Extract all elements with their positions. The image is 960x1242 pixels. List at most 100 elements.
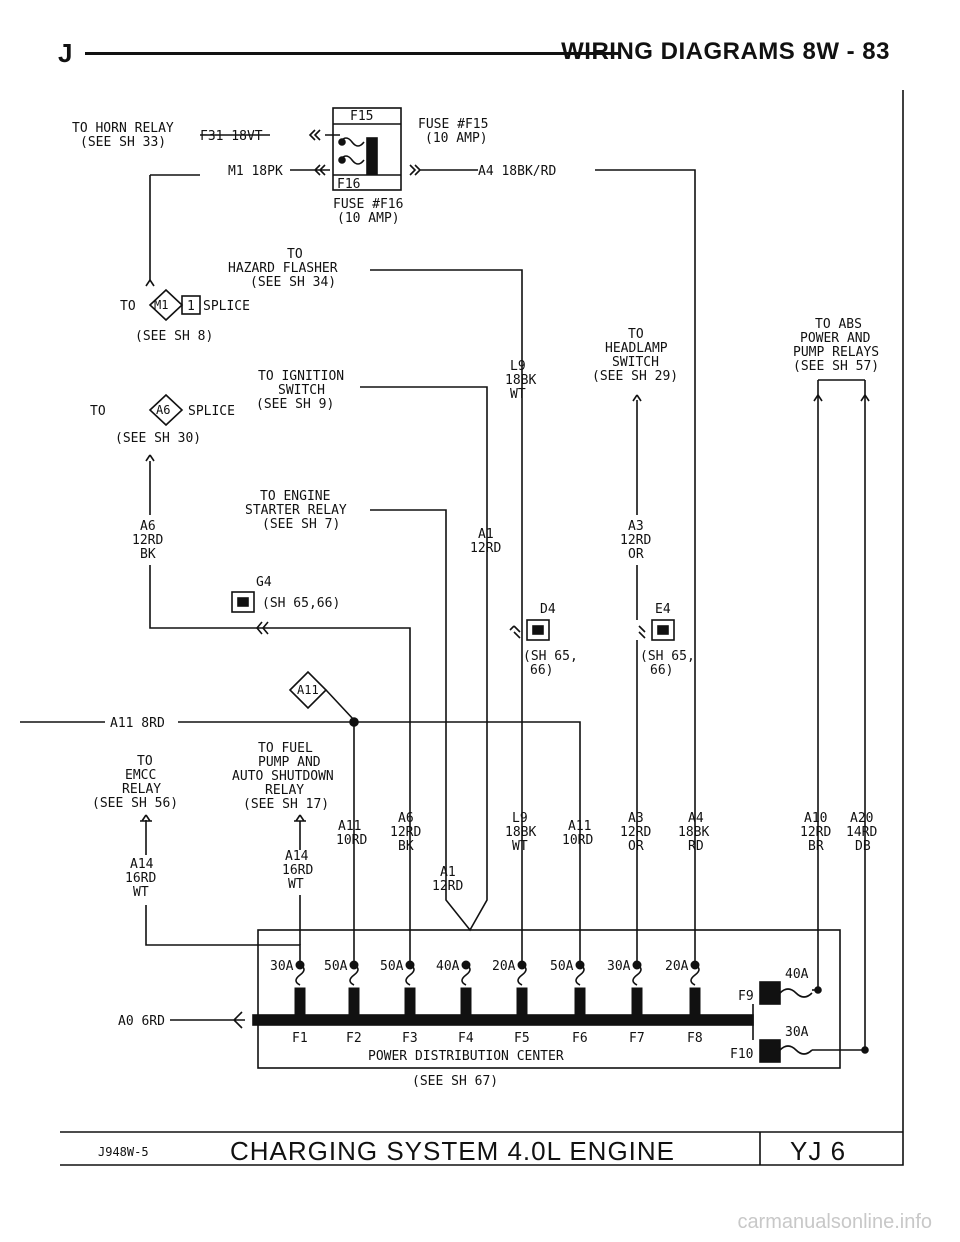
diagram-frame (60, 90, 904, 1166)
label-a11-diamond: A11 (297, 683, 319, 697)
label-a4l-2: 18BK (678, 825, 709, 840)
label-emcc-4: (SEE SH 56) (92, 796, 178, 811)
label-a14-3: WT (133, 885, 149, 900)
label-f15: F15 (350, 109, 373, 124)
header-letter: J (58, 38, 73, 68)
label-a6w-1: A6 (140, 519, 156, 534)
label-emcc-2: EMCC (125, 768, 156, 783)
label-a11l-1: A11 (338, 819, 361, 834)
fuse-amp-label: 30A (270, 959, 294, 974)
label-a1l-2: 12RD (432, 879, 463, 894)
label-l9l-2: 18BK (505, 825, 536, 840)
fuse-amp-label: 50A (324, 959, 348, 974)
footer-id: YJ 6 (790, 1136, 846, 1166)
label-ign-2: SWITCH (278, 383, 325, 398)
label-fuse15a: FUSE #F15 (418, 117, 488, 132)
label-l9a: L9 (510, 359, 526, 374)
fuse-block-top (332, 107, 402, 191)
label-a10-1: A10 (804, 811, 827, 826)
label-abs-3: PUMP RELAYS (793, 345, 879, 360)
pdc-bus-bar (252, 1014, 754, 1026)
label-fp-1: TO FUEL (258, 741, 313, 756)
label-m1-to: TO (120, 299, 136, 314)
label-a14l-3: WT (288, 877, 304, 892)
label-fp-2: PUMP AND (258, 755, 321, 770)
label-d4: D4 (540, 602, 556, 617)
label-a11l-2: 10RD (336, 833, 367, 848)
label-st-2: STARTER RELAY (245, 503, 347, 518)
label-ign-3: (SEE SH 9) (256, 397, 334, 412)
fuse-f6: 50A F6 (550, 959, 588, 1046)
label-a6-in: A6 (156, 403, 170, 417)
fuse-amp-label: 50A (550, 959, 574, 974)
label-a6-sh: (SEE SH 30) (115, 431, 201, 446)
label-a4l-3: RD (688, 839, 704, 854)
label-f10: F10 (730, 1047, 753, 1062)
label-haz-1: TO (287, 247, 303, 262)
label-a14l-1: A14 (285, 849, 309, 864)
label-head-4: (SEE SH 29) (592, 369, 678, 384)
fuse-amp-label: 50A (380, 959, 404, 974)
label-g4: G4 (256, 575, 272, 590)
label-a11r-2: 10RD (562, 833, 593, 848)
fuse-name-label: F6 (572, 1031, 588, 1046)
label-a6-splice: SPLICE (188, 404, 235, 419)
label-a1w-1: A1 (478, 527, 494, 542)
label-a6w-3: BK (140, 547, 156, 562)
label-head-3: SWITCH (612, 355, 659, 370)
page-header: J WIRING DIAGRAMS 8W - 83 (0, 0, 960, 90)
label-fuse15b: (10 AMP) (425, 131, 488, 146)
label-pdc-sh: (SEE SH 67) (412, 1074, 498, 1089)
label-emcc-3: RELAY (122, 782, 161, 797)
label-haz-3: (SEE SH 34) (250, 275, 336, 290)
fuse-amp-label: 30A (607, 959, 631, 974)
label-fp-3: AUTO SHUTDOWN (232, 769, 334, 784)
label-a6l-3: BK (398, 839, 414, 854)
label-l9c: WT (510, 387, 526, 402)
label-abs-2: POWER AND (800, 331, 871, 346)
label-f9: F9 (738, 989, 754, 1004)
label-drawing-code: J948W-5 (98, 1145, 149, 1159)
label-l9b: 18BK (505, 373, 536, 388)
fuse-name-label: F7 (629, 1031, 645, 1046)
label-a20-1: A20 (850, 811, 873, 826)
label-horn-2: (SEE SH 33) (80, 135, 166, 150)
label-l9l-3: WT (512, 839, 528, 854)
label-a14-2: 16RD (125, 871, 156, 886)
fuse-amp-label: 20A (492, 959, 516, 974)
label-a6l-1: A6 (398, 811, 414, 826)
label-a3l-2: 12RD (620, 825, 651, 840)
label-a20-3: DB (855, 839, 871, 854)
label-f31: F31 18VT (200, 129, 263, 144)
label-st-3: (SEE SH 7) (262, 517, 340, 532)
fuse-name-label: F2 (346, 1031, 362, 1046)
label-m1-splice: SPLICE (203, 299, 250, 314)
label-f10-amp: 30A (785, 1025, 809, 1040)
power-distribution-center (257, 929, 841, 1069)
label-a3l-1: A3 (628, 811, 644, 826)
d4-ground-symbol (526, 619, 550, 641)
label-m1-box: 1 (187, 299, 195, 314)
label-a14l-2: 16RD (282, 863, 313, 878)
label-m1: M1 18PK (228, 164, 283, 179)
label-a3w-2: 12RD (620, 533, 651, 548)
label-l9l-1: L9 (512, 811, 528, 826)
label-d4-sh-1: (SH 65, (523, 649, 578, 664)
label-fp-5: (SEE SH 17) (243, 797, 329, 812)
label-a0: A0 6RD (118, 1014, 165, 1029)
label-pdc: POWER DISTRIBUTION CENTER (368, 1049, 564, 1064)
header-rule (85, 52, 620, 55)
fuse-amp-label: 40A (436, 959, 460, 974)
label-a6w-2: 12RD (132, 533, 163, 548)
label-a1l-1: A1 (440, 865, 456, 880)
label-f16: F16 (337, 177, 360, 192)
label-a4top: A4 18BK/RD (478, 164, 556, 179)
watermark: carmanualsonline.info (737, 1211, 932, 1233)
label-head-1: TO (628, 327, 644, 342)
label-a14-1: A14 (130, 857, 154, 872)
label-fuse16b: (10 AMP) (337, 211, 400, 226)
header-title: WIRING DIAGRAMS 8W - 83 (561, 38, 890, 65)
label-st-1: TO ENGINE (260, 489, 330, 504)
